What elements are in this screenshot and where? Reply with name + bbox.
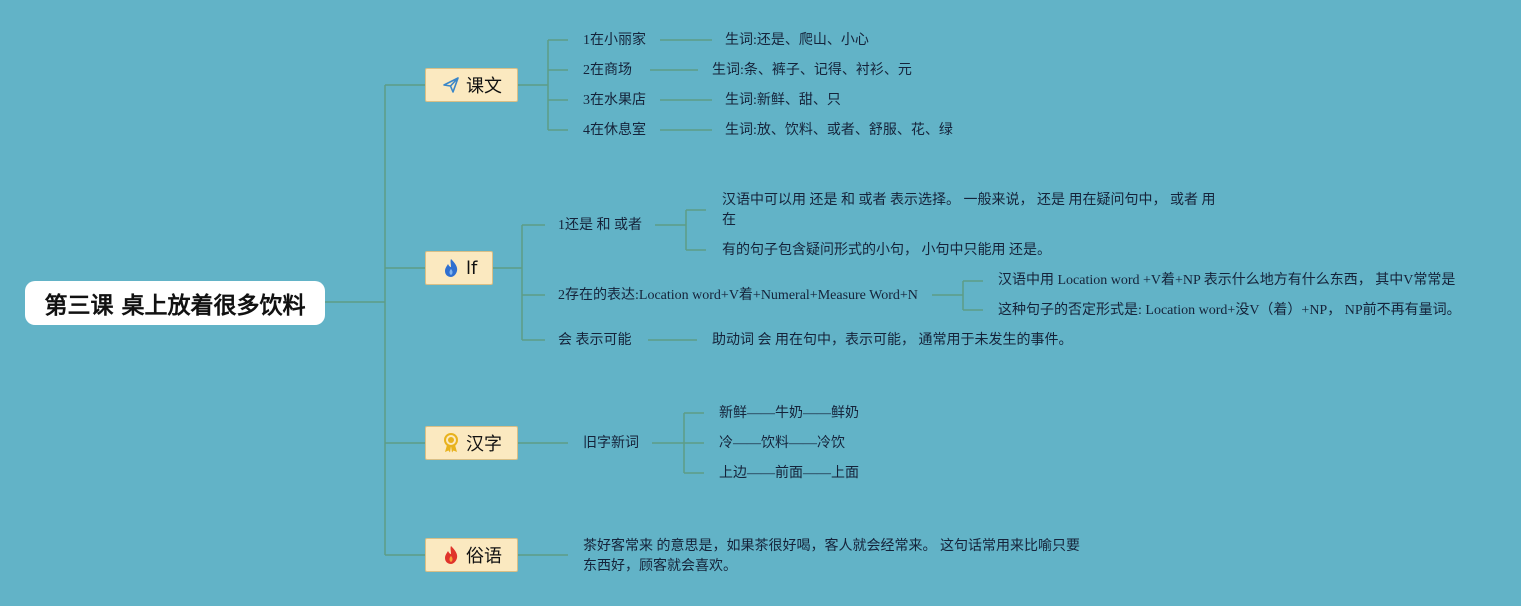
hanzi-word-3[interactable]: 上边——前面——上面: [719, 466, 859, 481]
branch-hanzi-label: 汉字: [466, 434, 502, 455]
branch-grammar[interactable]: lf: [425, 251, 493, 285]
kewen-detail-4[interactable]: 生词:放、饮料、或者、舒服、花、绿: [725, 123, 953, 138]
kewen-item-1[interactable]: 1在小丽家: [583, 33, 646, 48]
grammar-detail-1a[interactable]: 汉语中可以用 还是 和 或者 表示选择。 一般来说， 还是 用在疑问句中， 或者…: [722, 193, 1216, 228]
branch-suyu-label: 俗语: [466, 546, 502, 567]
kewen-detail-3[interactable]: 生词:新鲜、甜、只: [725, 93, 841, 108]
root-topic[interactable]: 第三课 桌上放着很多饮料: [25, 281, 325, 325]
paper-plane-icon: [442, 76, 460, 94]
suyu-text[interactable]: 茶好客常来 的意思是，如果茶很好喝，客人就会经常来。 这句话常用来比喻只要东西好…: [583, 539, 1080, 574]
kewen-detail-1[interactable]: 生词:还是、爬山、小心: [725, 33, 869, 48]
kewen-detail-2[interactable]: 生词:条、裤子、记得、衬衫、元: [712, 63, 912, 78]
branch-kewen[interactable]: 课文: [425, 68, 518, 102]
grammar-detail-2b[interactable]: 这种句子的否定形式是: Location word+没V（着）+NP， NP前不…: [998, 303, 1461, 318]
fire-icon: [442, 258, 460, 278]
branch-grammar-label: lf: [466, 257, 478, 279]
grammar-item-2[interactable]: 2存在的表达:Location word+V着+Numeral+Measure …: [558, 288, 918, 303]
kewen-item-3[interactable]: 3在水果店: [583, 93, 646, 108]
branch-kewen-label: 课文: [466, 76, 502, 97]
grammar-detail-3[interactable]: 助动词 会 用在句中，表示可能， 通常用于未发生的事件。: [712, 333, 1073, 348]
grammar-detail-2a[interactable]: 汉语中用 Location word +V着+NP 表示什么地方有什么东西， 其…: [998, 273, 1456, 288]
award-ribbon-icon: [442, 433, 460, 453]
kewen-item-2[interactable]: 2在商场: [583, 63, 632, 78]
hanzi-item[interactable]: 旧字新词: [583, 436, 639, 451]
branch-hanzi[interactable]: 汉字: [425, 426, 518, 460]
grammar-item-3[interactable]: 会 表示可能: [558, 333, 632, 348]
kewen-item-4[interactable]: 4在休息室: [583, 123, 646, 138]
flame-icon: [442, 545, 460, 565]
hanzi-word-1[interactable]: 新鲜——牛奶——鲜奶: [719, 406, 859, 421]
hanzi-word-2[interactable]: 冷——饮料——冷饮: [719, 436, 845, 451]
branch-suyu[interactable]: 俗语: [425, 538, 518, 572]
grammar-item-1[interactable]: 1还是 和 或者: [558, 218, 642, 233]
grammar-detail-1b[interactable]: 有的句子包含疑问形式的小句， 小句中只能用 还是。: [722, 243, 1051, 258]
